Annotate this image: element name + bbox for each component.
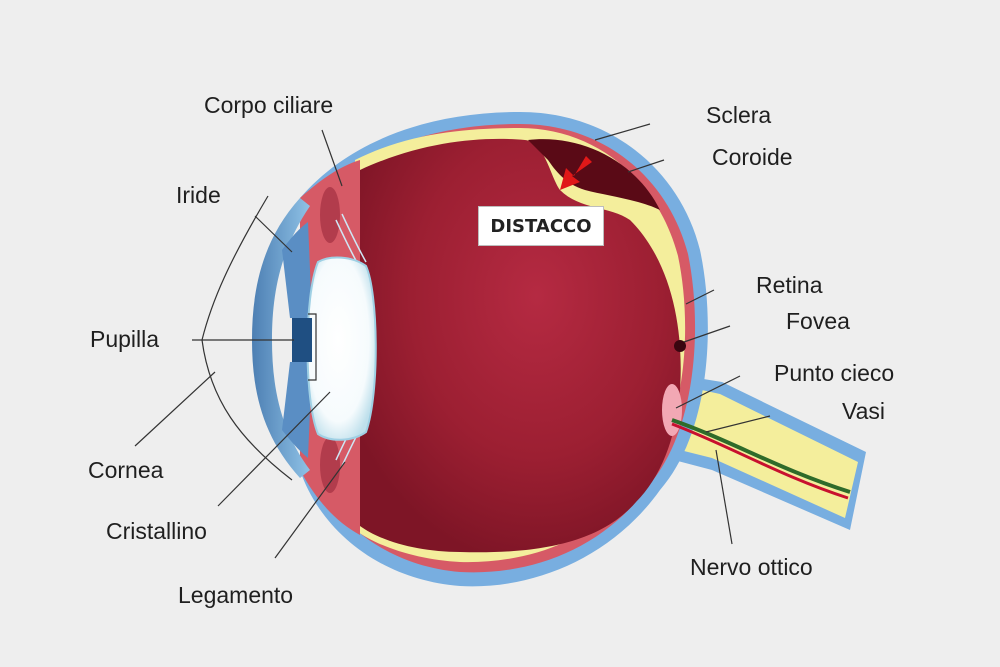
leader-lines <box>134 123 771 559</box>
label-pupilla: Pupilla <box>90 326 160 352</box>
ligament-fibers <box>335 213 367 467</box>
label-iride: Iride <box>176 182 221 208</box>
vessels <box>671 422 849 500</box>
label-cristallino: Cristallino <box>106 518 207 544</box>
detachment-arrow <box>560 156 592 190</box>
fovea-spot <box>674 340 686 352</box>
retinal-detachment <box>528 139 660 210</box>
label-legamento: Legamento <box>178 582 294 608</box>
vessels <box>671 418 851 494</box>
label-punto-cieco: Punto cieco <box>774 360 895 386</box>
label-sclera: Sclera <box>706 102 772 128</box>
ciliary-fold <box>320 187 340 243</box>
label-retina: Retina <box>756 272 823 298</box>
label-coroide: Coroide <box>712 144 793 170</box>
label-fovea: Fovea <box>786 308 850 334</box>
label-nervo-ottico: Nervo ottico <box>690 554 813 580</box>
label-vasi: Vasi <box>842 398 886 424</box>
cornea <box>252 198 310 478</box>
lens <box>306 256 377 441</box>
ciliary-fold <box>320 437 340 493</box>
iris <box>282 222 312 458</box>
label-corpo-ciliare: Corpo ciliare <box>204 92 334 118</box>
label-cornea: Cornea <box>88 457 164 483</box>
detachment-badge: DISTACCO <box>478 206 604 246</box>
pupil-region <box>292 318 312 362</box>
